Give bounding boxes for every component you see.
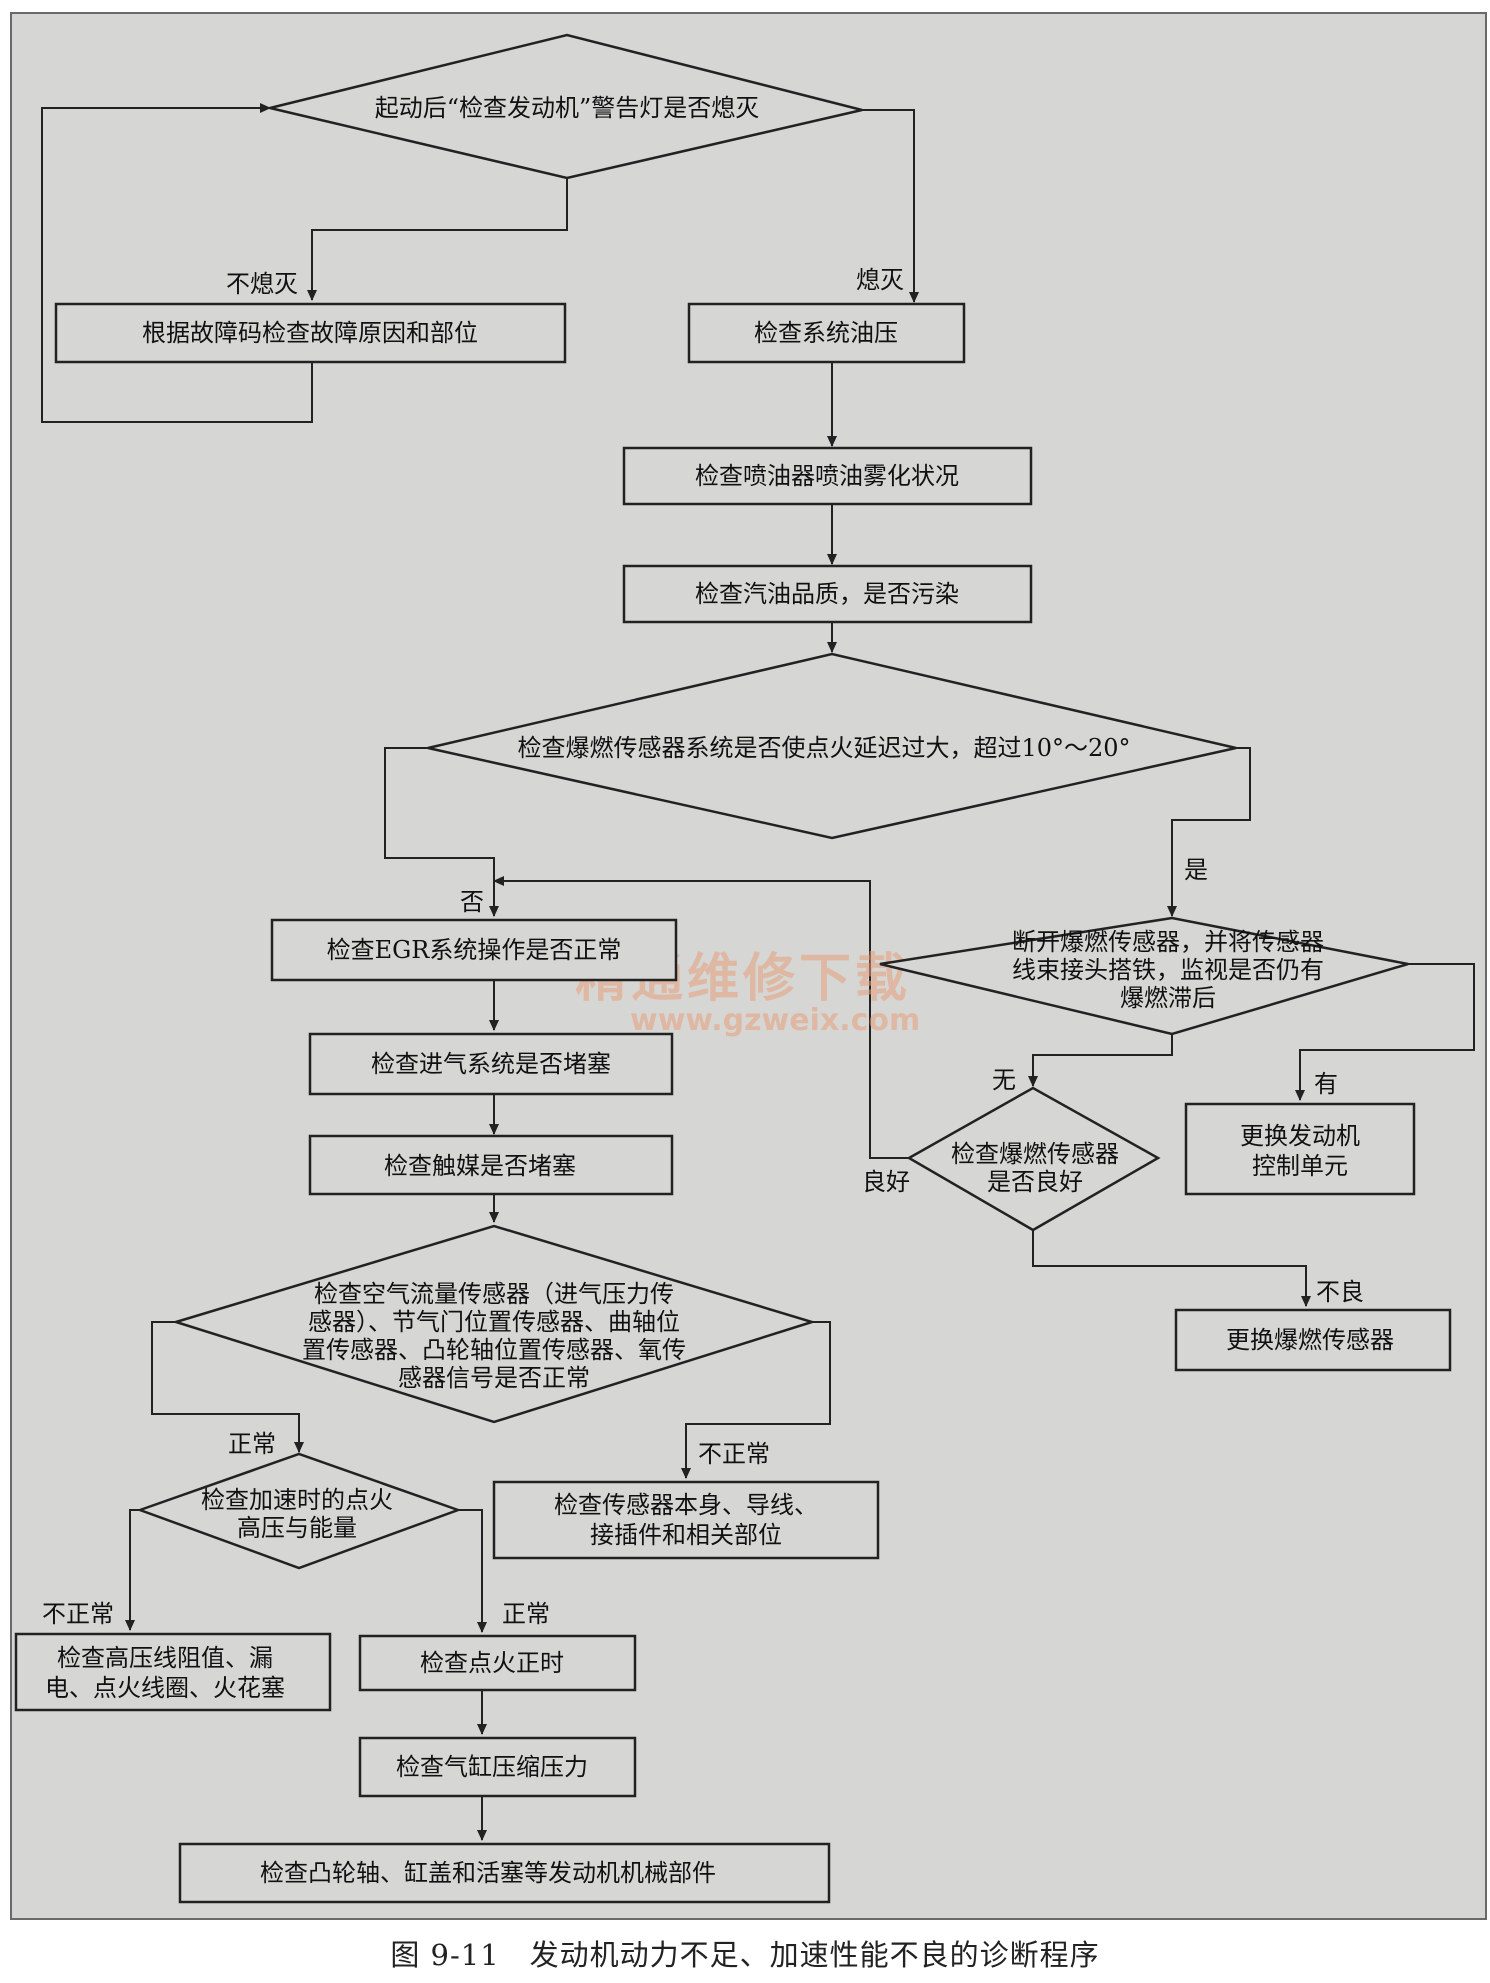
box-check-ignition-timing: 检查点火正时 [358,1634,637,1692]
label-bad: 不良 [1316,1278,1364,1306]
box-replace-knock-sensor: 更换爆燃传感器 [1174,1308,1452,1372]
box-check-high-voltage-line-2: 电、点火线圈、火花塞 [45,1674,285,1702]
decision-ignition-energy-line-1: 检查加速时的点火 [201,1486,393,1514]
box-replace-ecu-line-2: 控制单元 [1252,1152,1348,1180]
decision-sensor-signals-line-2: 感器）、节气门位置传感器、曲轴位 [308,1308,680,1336]
decision-disconnect-knock-sensor-line-2: 线束接头搭铁，监视是否仍有 [1012,956,1324,984]
connectors [41,103,1475,1841]
box-check-oil-pressure: 检查系统油压 [687,302,966,364]
box-check-by-fault-code-text: 根据故障码检查故障原因和部位 [142,319,478,347]
box-check-compression-text: 检查气缸压缩压力 [396,1753,588,1781]
box-check-high-voltage-line-1: 检查高压线阻值、漏 [57,1644,273,1672]
box-check-mechanical-parts-text: 检查凸轮轴、缸盖和活塞等发动机机械部件 [260,1859,716,1887]
box-check-fuel-quality: 检查汽油品质，是否污染 [622,564,1033,624]
label-good: 良好 [862,1168,910,1196]
decision-knock-sensor-good: 检查爆燃传感器 是否良好 [906,1086,1161,1232]
label-has: 有 [1314,1070,1338,1098]
box-check-mechanical-parts: 检查凸轮轴、缸盖和活塞等发动机机械部件 [178,1842,831,1904]
box-check-sensor-wiring-line-2: 接插件和相关部位 [590,1521,782,1549]
decision-disconnect-knock-sensor-line-3: 爆燃滞后 [1120,984,1216,1012]
box-check-sensor-wiring-line-1: 检查传感器本身、导线、 [554,1491,818,1519]
box-check-fuel-quality-text: 检查汽油品质，是否污染 [695,580,959,608]
decision-knock-sensor-good-line-2: 是否良好 [987,1168,1083,1196]
box-check-intake: 检查进气系统是否堵塞 [308,1032,674,1096]
label-normal-sensors: 正常 [228,1430,276,1458]
box-check-ignition-timing-text: 检查点火正时 [420,1649,564,1677]
watermark-text-url: www.gzweix.com [630,1003,920,1038]
box-check-compression: 检查气缸压缩压力 [358,1736,637,1798]
label-not-off: 不熄灭 [226,270,298,298]
label-no: 否 [460,888,484,916]
decision-sensor-signals-line-4: 感器信号是否正常 [398,1364,590,1392]
decision-disconnect-knock-sensor-line-1: 断开爆燃传感器，并将传感器 [1012,928,1324,956]
label-normal-ignition: 正常 [502,1600,550,1628]
decision-knock-sensor-good-line-1: 检查爆燃传感器 [951,1140,1119,1168]
decision-sensor-signals-line-1: 检查空气流量传感器（进气压力传 [314,1280,674,1308]
box-check-injector: 检查喷油器喷油雾化状况 [622,446,1033,506]
decision-ignition-energy-line-2: 高压与能量 [237,1514,357,1542]
box-check-egr-text: 检查EGR系统操作是否正常 [327,936,622,964]
box-check-catalyst: 检查触媒是否堵塞 [308,1134,674,1196]
box-check-by-fault-code: 根据故障码检查故障原因和部位 [54,302,567,364]
label-abnormal-ignition: 不正常 [42,1600,114,1628]
box-check-sensor-wiring: 检查传感器本身、导线、 接插件和相关部位 [492,1480,880,1560]
decision-sensor-signals-line-3: 置传感器、凸轮轴位置传感器、氧传 [302,1336,686,1364]
decision-knock-sensor-system: 检查爆燃传感器系统是否使点火延迟过大，超过10°～20° [427,652,1237,840]
decision-warning-light-text: 起动后“检查发动机”警告灯是否熄灭 [375,94,760,122]
decision-sensor-signals: 检查空气流量传感器（进气压力传 感器）、节气门位置传感器、曲轴位 置传感器、凸轮… [171,1224,817,1424]
decision-ignition-energy: 检查加速时的点火 高压与能量 [136,1452,462,1570]
figure-caption: 图 9-11 发动机动力不足、加速性能不良的诊断程序 [390,1938,1100,1972]
decision-warning-light: 起动后“检查发动机”警告灯是否熄灭 [269,33,863,180]
box-replace-ecu: 更换发动机 控制单元 [1184,1102,1416,1196]
box-check-intake-text: 检查进气系统是否堵塞 [371,1050,611,1078]
label-none: 无 [992,1066,1016,1094]
box-check-injector-text: 检查喷油器喷油雾化状况 [695,462,959,490]
box-replace-ecu-line-1: 更换发动机 [1240,1122,1360,1150]
label-off: 熄灭 [856,266,904,294]
box-check-catalyst-text: 检查触媒是否堵塞 [384,1152,576,1180]
label-yes: 是 [1184,856,1208,884]
box-check-egr: 检查EGR系统操作是否正常 [270,918,678,982]
box-replace-knock-sensor-text: 更换爆燃传感器 [1226,1326,1394,1354]
box-check-oil-pressure-text: 检查系统油压 [754,319,898,347]
label-abnormal-sensors: 不正常 [698,1440,770,1468]
decision-knock-sensor-system-text: 检查爆燃传感器系统是否使点火延迟过大，超过10°～20° [517,734,1130,762]
decision-disconnect-knock-sensor: 断开爆燃传感器，并将传感器 线束接头搭铁，监视是否仍有 爆燃滞后 [879,916,1409,1036]
box-check-high-voltage: 检查高压线阻值、漏 电、点火线圈、火花塞 [14,1632,332,1712]
flowchart: 精通维修下载 www.gzweix.com 起动后“检查发动机”警告灯是否熄灭 … [14,33,1475,1904]
